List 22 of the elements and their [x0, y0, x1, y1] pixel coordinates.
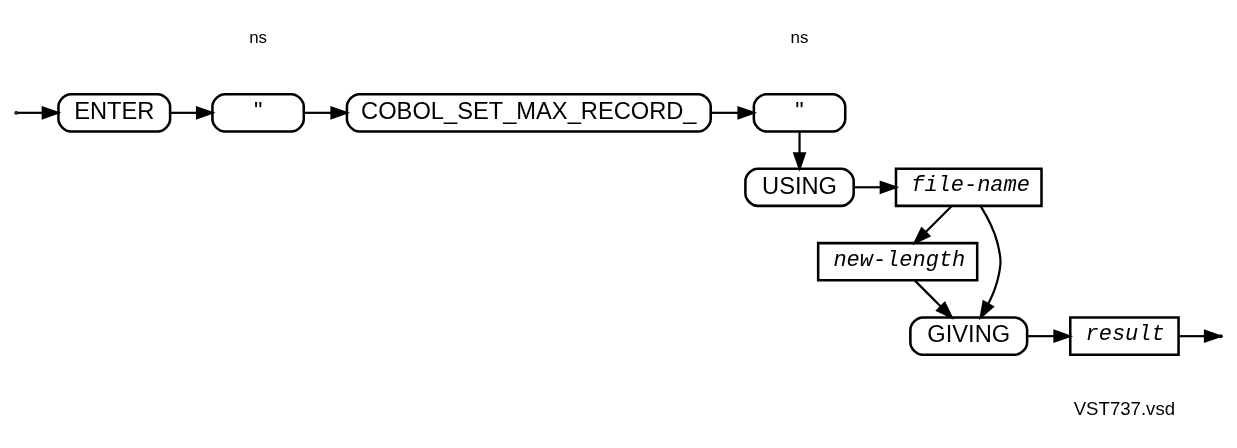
label: ns	[249, 27, 268, 47]
node-box: file-name	[894, 166, 1043, 207]
arrow	[710, 105, 758, 120]
arrow	[979, 205, 1002, 320]
node-box: "	[752, 92, 847, 133]
node-box: GIVING	[909, 315, 1029, 356]
arrow	[792, 131, 807, 172]
arrow	[1027, 328, 1074, 343]
arrow	[853, 179, 900, 194]
node-box: ENTER	[57, 92, 172, 133]
label: VST737.vsd	[1073, 397, 1176, 419]
node-box: COBOL_SET_MAX_RECORD_	[345, 92, 712, 133]
label: ns	[790, 27, 809, 47]
node-box: "	[211, 92, 306, 133]
arrow	[914, 279, 955, 320]
node-box: result	[1069, 315, 1180, 356]
arrow	[16, 105, 62, 120]
arrow	[170, 105, 216, 120]
arrow	[912, 204, 953, 245]
arrow	[304, 105, 350, 120]
node-box: new-length	[816, 241, 979, 282]
node-box: USING	[744, 166, 855, 207]
